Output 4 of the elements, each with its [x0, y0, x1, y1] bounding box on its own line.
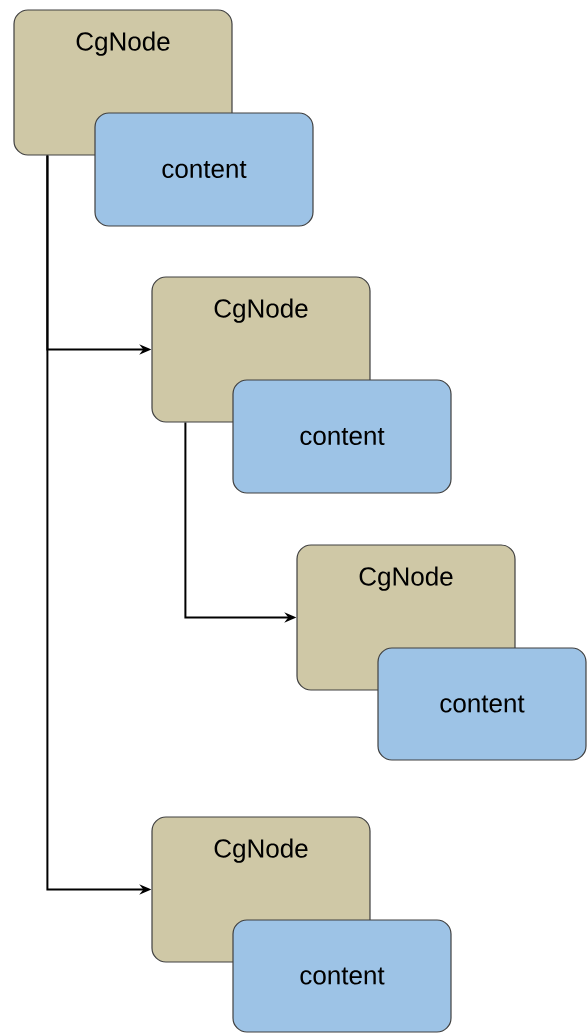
content-box: content [232, 919, 452, 1033]
content-box: content [94, 112, 314, 227]
content-box: content [232, 379, 452, 494]
content-box: content [377, 647, 587, 761]
